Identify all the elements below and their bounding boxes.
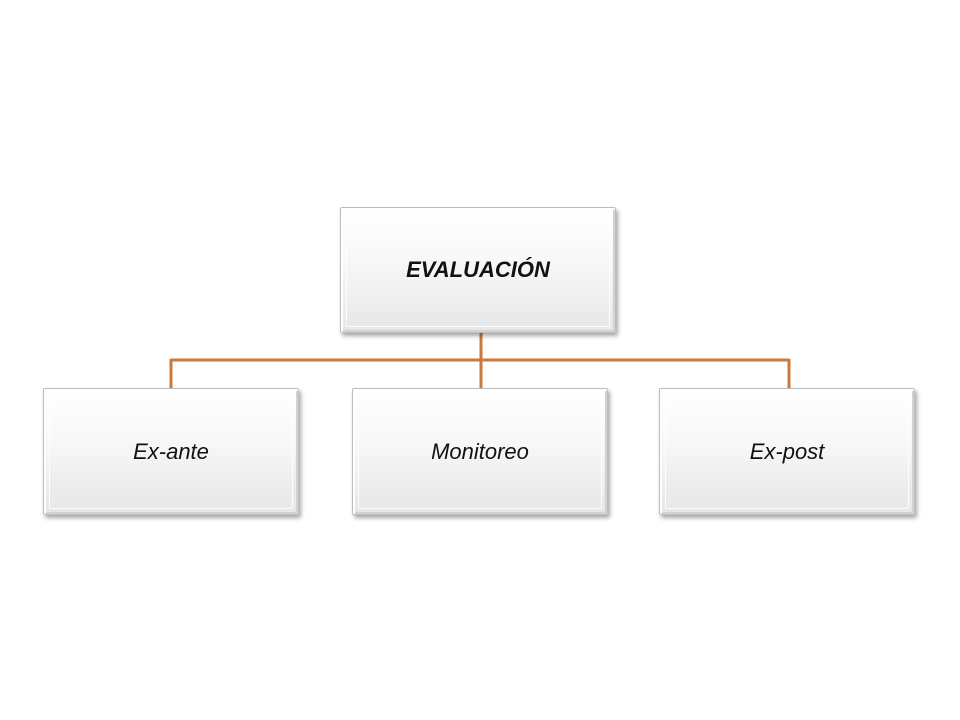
child-node-ex-ante: Ex-ante <box>43 388 299 515</box>
child-node-label: Monitoreo <box>431 438 529 464</box>
root-node-label: EVALUACIÓN <box>406 257 550 282</box>
child-node-monitoreo: Monitoreo <box>352 388 608 515</box>
child-node-ex-post: Ex-post <box>659 388 915 515</box>
root-node-evaluacion: EVALUACIÓN <box>340 207 616 333</box>
child-node-label: Ex-post <box>749 438 825 464</box>
child-node-label: Ex-ante <box>133 438 209 464</box>
